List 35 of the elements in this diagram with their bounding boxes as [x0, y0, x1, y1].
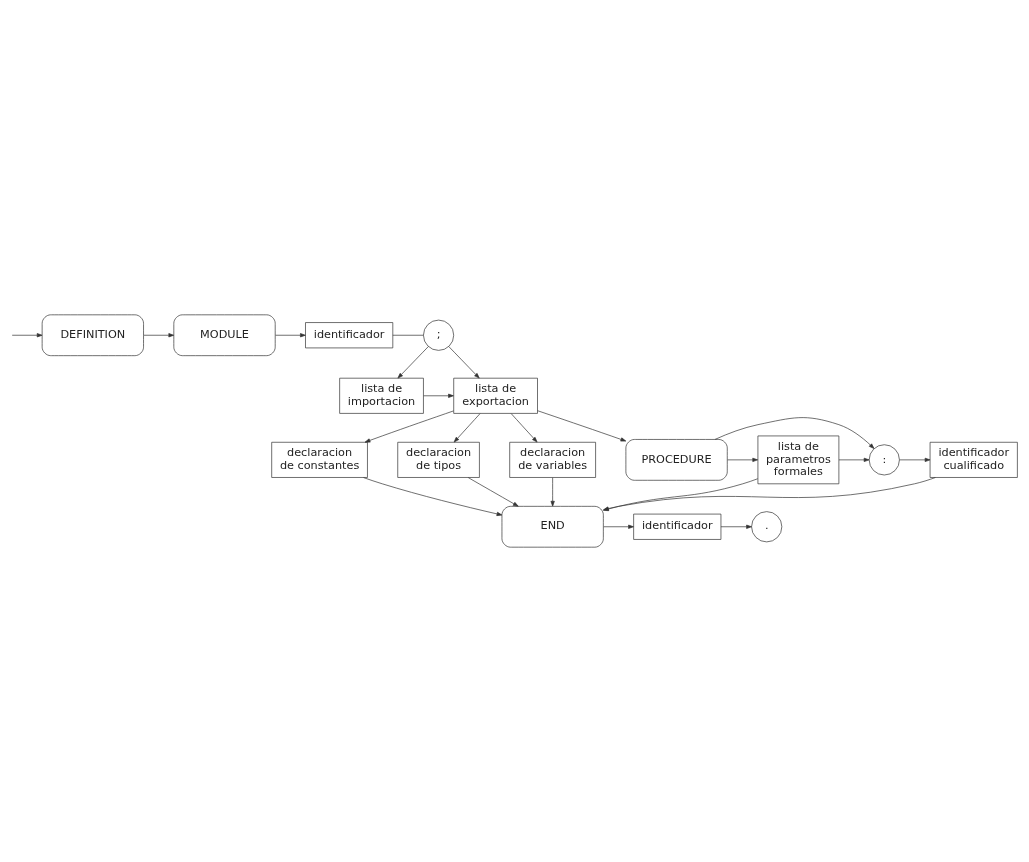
node-box: identificador [305, 322, 394, 349]
arrow [11, 333, 43, 338]
arrow [899, 457, 931, 462]
node-box: lista de parametros formales [757, 435, 840, 485]
arrow [537, 410, 627, 442]
arrow [143, 333, 175, 338]
arrow [397, 346, 429, 379]
arrow [453, 413, 481, 443]
arrow [364, 410, 454, 443]
node-circle: ; [423, 319, 455, 351]
arrow [550, 477, 555, 507]
node-box: END [501, 506, 604, 548]
node-box: identificador cualificado [929, 441, 1018, 478]
node-box: MODULE [173, 314, 276, 356]
node-box: declaracion de constantes [271, 441, 368, 478]
node-box: declaracion de variables [509, 441, 596, 478]
arrow [363, 477, 503, 516]
arrow [720, 524, 752, 529]
arrow [467, 477, 519, 507]
arrow [603, 524, 634, 529]
node-box: PROCEDURE [625, 439, 728, 481]
arrow [423, 393, 454, 398]
node-box: lista de importacion [339, 377, 424, 414]
node-circle: . [751, 511, 783, 543]
arrow [510, 413, 538, 443]
node-box: declaracion de tipos [397, 441, 480, 478]
arrow [838, 457, 870, 462]
arrow [727, 457, 759, 462]
connector [392, 334, 424, 336]
arrow [448, 346, 480, 379]
node-box: lista de exportacion [453, 377, 538, 414]
node-box: DEFINITION [41, 314, 144, 356]
arrow [275, 333, 306, 338]
node-box: identificador [633, 513, 722, 540]
arrow [714, 417, 875, 449]
